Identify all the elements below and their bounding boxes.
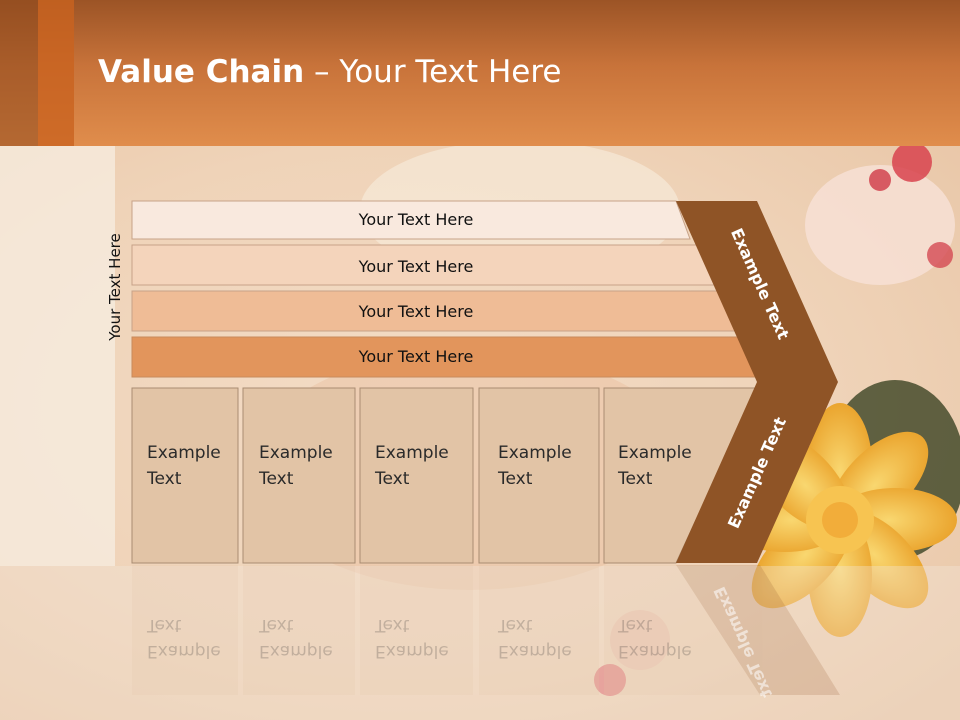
column-3-line2: Text: [375, 469, 410, 489]
row-2-label: Your Text Here: [358, 257, 474, 276]
column-1-line2: Text: [147, 469, 182, 489]
column-2-reflection: Example Text: [259, 612, 354, 664]
column-2-line2: Text: [259, 469, 294, 489]
column-5-reflection-line2: Text: [618, 615, 653, 635]
title-bold-part: Value Chain: [98, 54, 305, 90]
column-1-reflection-line2: Text: [147, 615, 182, 635]
column-5-line2: Text: [618, 469, 653, 489]
column-2-reflection-line2: Text: [259, 615, 294, 635]
column-5-reflection: Example Text: [618, 612, 713, 664]
column-1-reflection: Example Text: [147, 612, 242, 664]
title-rest-part: – Your Text Here: [304, 54, 562, 90]
column-1-line1: Example: [147, 443, 221, 463]
row-1-bar: [131, 200, 691, 240]
column-4-line1: Example: [498, 443, 572, 463]
row-4-label: Your Text Here: [358, 347, 474, 366]
row-3[interactable]: Your Text Here: [131, 290, 739, 332]
title-banner: Value Chain – Your Text Here: [0, 0, 960, 146]
column-5-reflection-line1: Example: [618, 641, 692, 661]
column-1-reflection-line1: Example: [147, 641, 221, 661]
row-2[interactable]: Your Text Here: [131, 244, 716, 286]
row-4[interactable]: Your Text Here: [131, 336, 763, 378]
column-3-reflection-line1: Example: [375, 641, 449, 661]
column-4-reflection-line2: Text: [498, 615, 533, 635]
column-3-box[interactable]: [359, 387, 474, 564]
row-1-label: Your Text Here: [358, 210, 474, 229]
column-3-line1: Example: [375, 443, 449, 463]
column-3-reflection: Example Text: [375, 612, 470, 664]
slide-title[interactable]: Value Chain – Your Text Here: [98, 54, 561, 90]
column-2-box[interactable]: [242, 387, 356, 564]
column-4-reflection: Example Text: [498, 612, 593, 664]
banner-stripe: [0, 0, 38, 146]
column-2-reflection-line1: Example: [259, 641, 333, 661]
column-1-box[interactable]: [131, 387, 239, 564]
column-4-box[interactable]: [478, 387, 600, 564]
banner-stripe: [38, 0, 74, 146]
row-1[interactable]: Your Text Here: [131, 200, 691, 240]
column-2-line1: Example: [259, 443, 333, 463]
side-label: Your Text Here: [106, 233, 124, 341]
margin-chevron[interactable]: [676, 201, 838, 563]
column-4-reflection-line1: Example: [498, 641, 572, 661]
column-4-line2: Text: [498, 469, 533, 489]
column-5-line1: Example: [618, 443, 692, 463]
column-3-reflection-line2: Text: [375, 615, 410, 635]
reflection: [132, 565, 840, 695]
row-3-label: Your Text Here: [358, 302, 474, 321]
